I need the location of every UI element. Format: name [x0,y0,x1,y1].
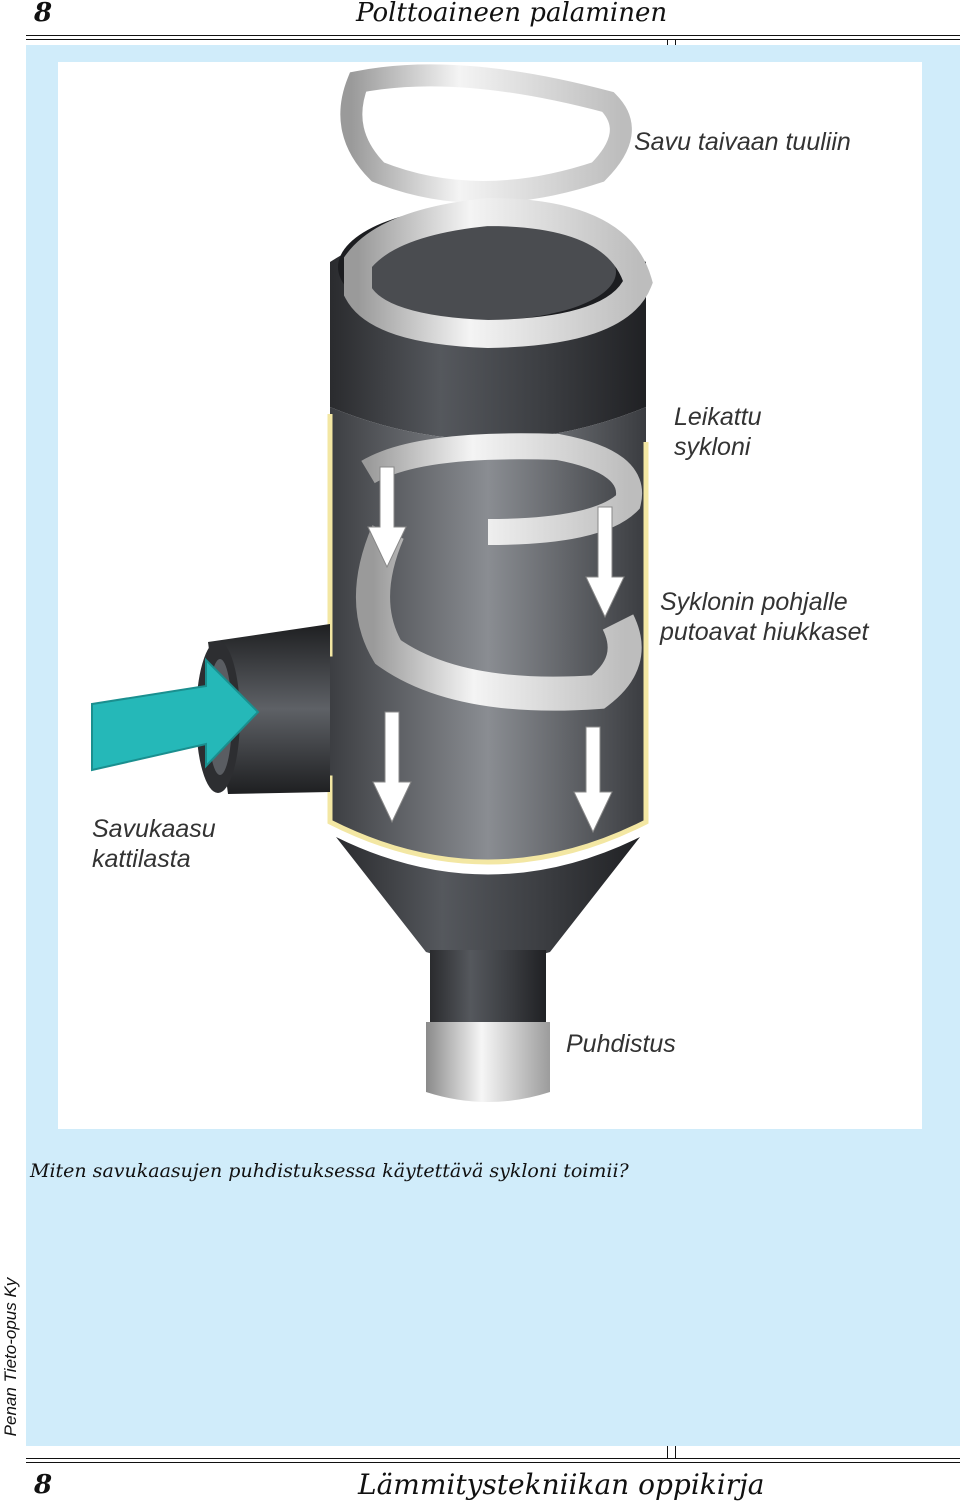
label-smoke-out: Savu taivaan tuuliin [634,128,851,156]
header-rule-bottom [26,39,960,40]
figure-question: Miten savukaasujen puhdistuksessa käytet… [30,1160,629,1182]
label-falling-particles: Syklonin pohjalle putoavat hiukkaset [660,588,869,646]
footer-tick-right [675,1446,676,1458]
label-cut-cyclone: Leikattu sykloni [674,403,762,461]
page-number-top: 8 [34,0,53,28]
label-flue-gas-in: Savukaasu kattilasta [92,815,216,873]
footer-tick-left [667,1446,668,1458]
publisher-side-text: Penan Tieto-opus Ky [1,1277,20,1437]
footer-rule-bottom [26,1462,960,1463]
label-cleaning: Puhdistus [566,1030,676,1058]
page-number-bottom: 8 [34,1470,53,1500]
footer-rule-top [26,1458,960,1459]
cyclone-figure: Savu taivaan tuuliin Leikattu sykloni Sy… [58,62,922,1129]
header-tick-left [667,40,668,46]
header-tick-right [675,40,676,46]
cyclone-illustration [91,64,653,1102]
header-rule-top [26,35,960,36]
book-title: Lämmitystekniikan oppikirja [358,1468,765,1501]
chapter-title: Polttoaineen palaminen [356,0,668,28]
